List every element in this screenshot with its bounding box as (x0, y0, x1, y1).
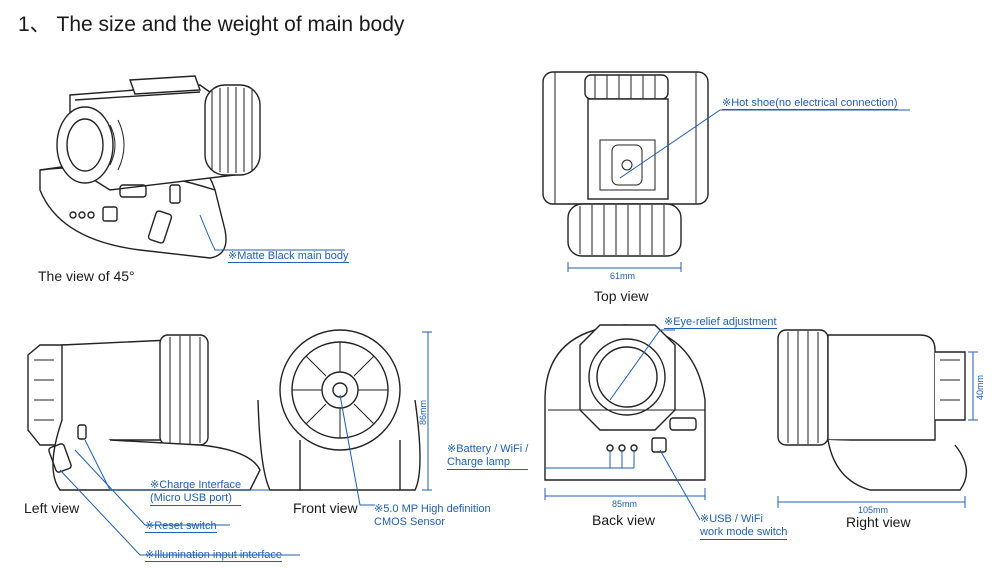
back-view-drawing (544, 324, 706, 521)
note-usb-wifi-switch: ※USB / WiFi work mode switch (700, 513, 788, 540)
caption-right-view: Right view (846, 514, 911, 530)
caption-back-view: Back view (592, 512, 656, 528)
front-view-drawing (257, 329, 432, 506)
note-charge-interface: ※Charge Interface (Micro USB port) (150, 479, 242, 506)
note-reset-switch: ※Reset switch (145, 520, 217, 533)
page-heading: 1、 The size and the weight of main body (18, 13, 405, 36)
note-battery-lamp: ※Battery / WiFi / Charge lamp (447, 443, 529, 470)
view-45-drawing (39, 75, 345, 259)
caption-view-45: The view of 45° (38, 268, 135, 284)
note-cmos-sensor: ※5.0 MP High definition CMOS Sensor (374, 503, 491, 528)
dim-right-height: 40mm (975, 374, 985, 400)
right-view-drawing (777, 329, 978, 508)
dim-right-width: 105mm (858, 505, 889, 515)
note-illumination: ※Illumination input interface (145, 549, 283, 562)
left-view-drawing (27, 334, 300, 556)
caption-left-view: Left view (24, 500, 80, 516)
dim-top-width: 61mm (610, 271, 636, 281)
top-view-drawing (542, 71, 910, 272)
note-hot-shoe: ※Hot shoe(no electrical connection) (722, 97, 898, 110)
dim-front-height: 86mm (418, 399, 428, 425)
note-matte-body: ※Matte Black main body (228, 250, 349, 263)
caption-front-view: Front view (293, 500, 358, 516)
caption-top-view: Top view (594, 288, 649, 304)
note-eye-relief: ※Eye-relief adjustment (664, 316, 777, 329)
dim-back-width: 85mm (612, 499, 638, 509)
